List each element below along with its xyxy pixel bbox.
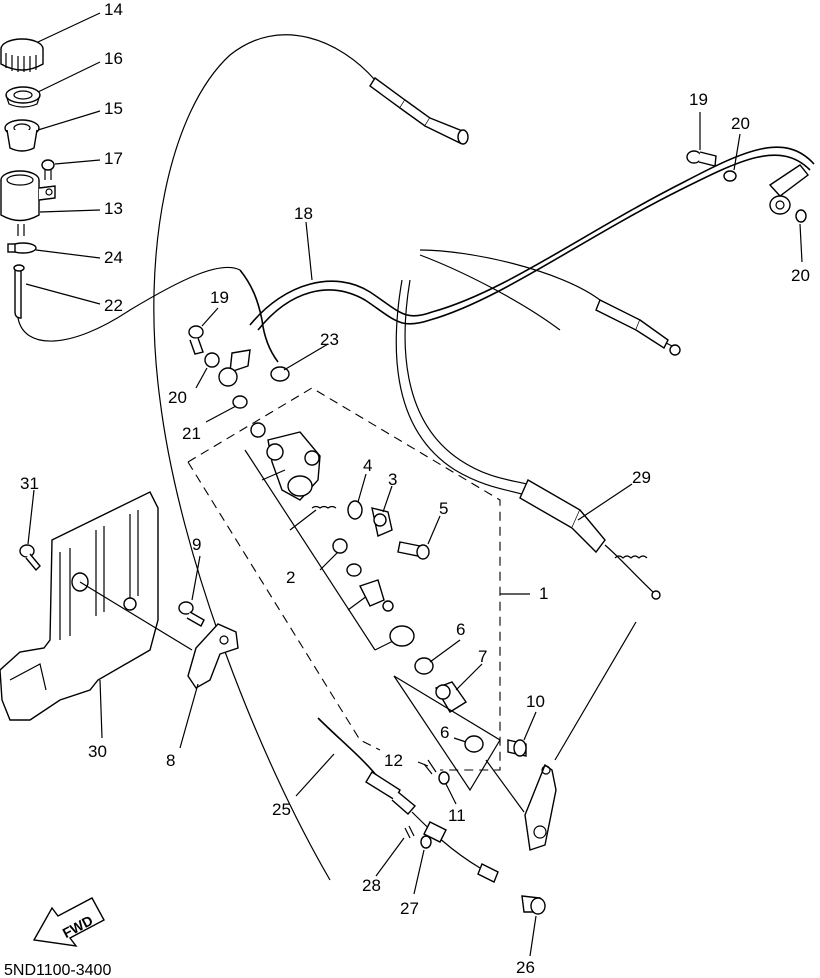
- callout-25: 25: [272, 800, 291, 819]
- right-banjo-part[interactable]: [768, 164, 809, 215]
- washer-27-part[interactable]: [420, 835, 432, 849]
- callout-22: 22: [104, 296, 123, 315]
- callout-3: 3: [388, 470, 397, 489]
- left-banjo-part[interactable]: [218, 349, 251, 387]
- bolt-9-part[interactable]: [178, 601, 205, 627]
- reservoir-hose-part[interactable]: [13, 264, 241, 342]
- upper-cable-end-part[interactable]: [369, 76, 469, 145]
- push-rod-joint-part[interactable]: [434, 681, 467, 713]
- callout-28: 28: [362, 876, 381, 895]
- reservoir-joint-part[interactable]: [371, 507, 393, 537]
- callout-15: 15: [104, 99, 123, 118]
- guard-plate-part[interactable]: [0, 491, 193, 721]
- upper-cable-part[interactable]: [153, 34, 376, 881]
- push-rod-line: [393, 675, 501, 792]
- reservoir-cap-part[interactable]: [0, 38, 44, 72]
- callout-20-top: 20: [731, 114, 750, 133]
- callout-9: 9: [192, 535, 201, 554]
- callout-12: 12: [384, 751, 403, 770]
- reservoir-screw-part[interactable]: [41, 159, 55, 180]
- callout-8: 8: [166, 751, 175, 770]
- callout-27: 27: [400, 899, 419, 918]
- callout-13: 13: [104, 199, 123, 218]
- gasket-left-part[interactable]: [204, 352, 220, 368]
- callout-14: 14: [104, 0, 123, 19]
- union-bolt-part[interactable]: [686, 150, 717, 167]
- reservoir-tank-part[interactable]: [0, 170, 56, 236]
- master-cylinder-part[interactable]: [266, 431, 321, 501]
- assembly-outline: [187, 387, 501, 771]
- callout-2: 2: [286, 568, 295, 587]
- hose-18-part[interactable]: [249, 146, 815, 331]
- callout-26: 26: [516, 958, 535, 977]
- joint-screw-part[interactable]: [397, 541, 430, 560]
- diaphragm-part[interactable]: [4, 119, 40, 152]
- hose-clamp-part[interactable]: [7, 242, 37, 254]
- assembly-outline-left: [187, 461, 381, 751]
- nut-upper-part[interactable]: [414, 657, 434, 675]
- callout-6-lower: 6: [440, 723, 449, 742]
- callout-17: 17: [104, 149, 123, 168]
- lower-cable-part[interactable]: [317, 717, 499, 883]
- callout-5: 5: [439, 499, 448, 518]
- callout-4: 4: [363, 456, 372, 475]
- callout-20-left: 20: [168, 388, 187, 407]
- gasket-top-part[interactable]: [723, 170, 737, 182]
- callout-29: 29: [632, 468, 651, 487]
- callout-16: 16: [104, 49, 123, 68]
- callout-23: 23: [320, 330, 339, 349]
- o-ring-part[interactable]: [347, 500, 363, 520]
- gasket-21-part[interactable]: [232, 395, 248, 409]
- callout-11: 11: [448, 806, 466, 825]
- callout-21: 21: [182, 424, 201, 443]
- cotter-pin-12-part[interactable]: [423, 759, 437, 775]
- fwd-arrow-icon: [32, 897, 105, 947]
- callout-30: 30: [88, 742, 107, 761]
- callout-18: 18: [294, 204, 313, 223]
- brake-hose-part[interactable]: [239, 269, 279, 363]
- washer-11-part[interactable]: [438, 771, 450, 785]
- callout-19-left: 19: [210, 288, 229, 307]
- cotter-pin-28-part[interactable]: [404, 825, 415, 839]
- diaphragm-plate-part[interactable]: [5, 86, 41, 108]
- callout-7: 7: [478, 647, 487, 666]
- bolt-31-part[interactable]: [19, 544, 41, 572]
- pin-26-part[interactable]: [521, 895, 546, 915]
- union-bolt-left-part[interactable]: [188, 325, 204, 355]
- leader-lines: [25, 12, 803, 957]
- clutch-cable-part[interactable]: [395, 249, 681, 600]
- callout-31: 31: [20, 474, 39, 493]
- callout-20-right: 20: [791, 266, 810, 285]
- joint-pin-part[interactable]: [507, 739, 527, 757]
- bracket-8-part[interactable]: [187, 623, 239, 689]
- nut-lower-part[interactable]: [464, 735, 484, 753]
- callout-24: 24: [104, 248, 123, 267]
- diagram-code: 5ND1100-3400: [4, 962, 111, 978]
- hose-clip-23-part[interactable]: [270, 366, 290, 382]
- lever-part[interactable]: [485, 621, 637, 851]
- callout-19-right: 19: [689, 90, 708, 109]
- gasket-right-part[interactable]: [795, 209, 807, 223]
- callout-1: 1: [539, 584, 548, 603]
- callout-10: 10: [526, 692, 545, 711]
- piston-kit-part[interactable]: [244, 422, 415, 651]
- callout-6-upper: 6: [456, 620, 465, 639]
